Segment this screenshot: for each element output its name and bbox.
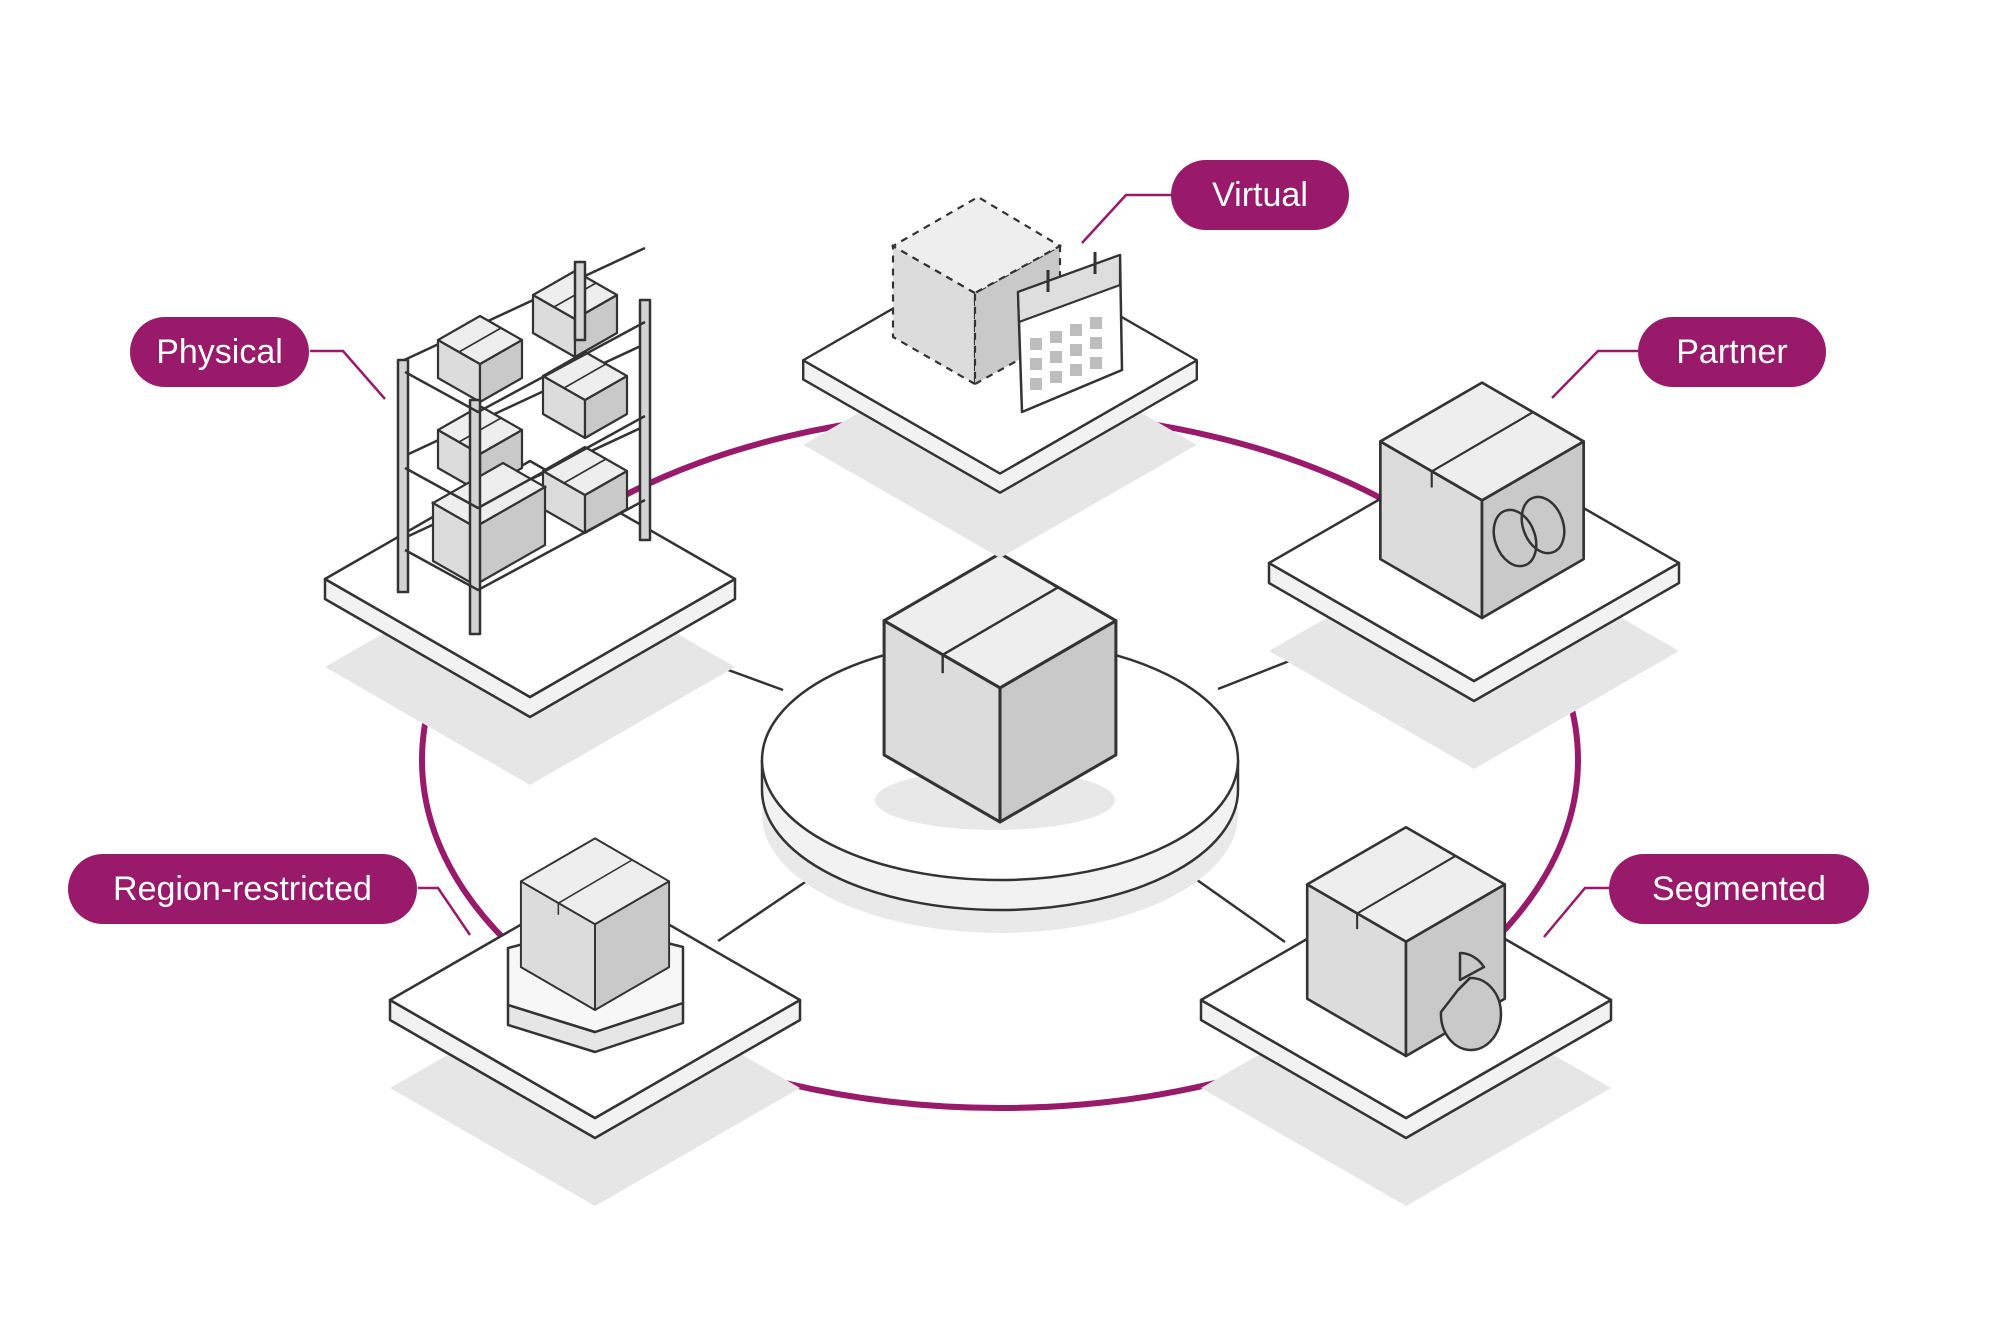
label-partner: Partner: [1638, 317, 1826, 387]
box-pie-chart-icon: [1305, 825, 1507, 1058]
dashed-box-calendar-icon: [890, 195, 1124, 414]
label-region-restricted: Region-restricted: [68, 854, 417, 924]
label-physical: Physical: [130, 317, 309, 387]
label-segmented: Segmented: [1609, 854, 1869, 924]
box-interlinked-rings-icon: [1379, 381, 1585, 620]
box-on-hexagon-base-icon: [506, 837, 685, 1054]
warehouse-shelf-icon: [396, 246, 652, 636]
central-hub: [760, 552, 1240, 933]
label-leaders: [310, 193, 1638, 938]
label-virtual: Virtual: [1171, 160, 1349, 230]
